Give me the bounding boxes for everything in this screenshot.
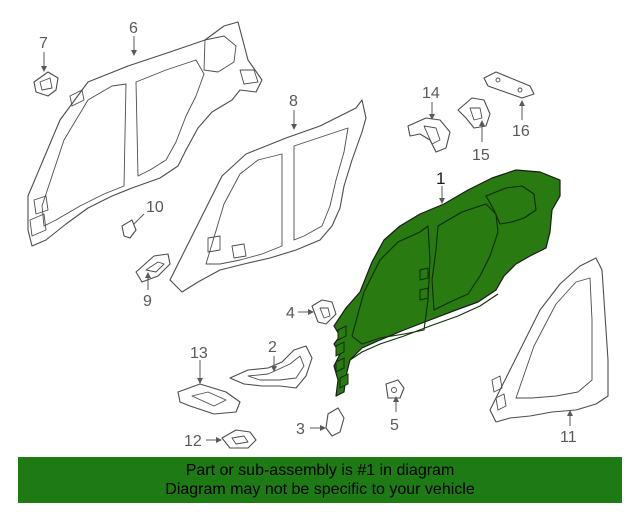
banner-line-1: Part or sub-assembly is #1 in diagram bbox=[185, 462, 455, 479]
callout-1[interactable]: 1 bbox=[436, 169, 445, 188]
callout-12[interactable]: 12 bbox=[184, 433, 202, 450]
callout-9[interactable]: 9 bbox=[143, 293, 152, 310]
callout-5[interactable]: 5 bbox=[390, 417, 399, 434]
part-8-body-side-frame[interactable] bbox=[169, 99, 367, 293]
notice-banner: Part or sub-assembly is #1 in diagram Di… bbox=[18, 457, 622, 503]
part-15-bracket[interactable] bbox=[457, 97, 491, 129]
part-2-rocker-bracket[interactable] bbox=[229, 345, 313, 389]
part-9-bracket[interactable] bbox=[135, 253, 171, 283]
callout-4[interactable]: 4 bbox=[286, 305, 295, 322]
part-13-reinforcement[interactable] bbox=[177, 383, 241, 415]
part-11-front-pillar[interactable] bbox=[489, 257, 609, 423]
part-6-inner-side-panel[interactable] bbox=[27, 21, 263, 247]
callout-8[interactable]: 8 bbox=[289, 93, 298, 110]
callout-13[interactable]: 13 bbox=[190, 345, 208, 362]
part-1-body-side-outer-panel[interactable] bbox=[333, 169, 561, 397]
part-3-bracket[interactable] bbox=[325, 407, 345, 437]
callout-15[interactable]: 15 bbox=[472, 147, 490, 164]
callout-7[interactable]: 7 bbox=[39, 35, 48, 52]
callout-11[interactable]: 11 bbox=[560, 429, 577, 446]
callout-2[interactable]: 2 bbox=[268, 339, 277, 356]
part-5-nut-plate[interactable] bbox=[385, 379, 405, 399]
callout-10[interactable]: 10 bbox=[146, 199, 164, 216]
part-16-plate[interactable] bbox=[483, 71, 535, 99]
banner-line-2: Diagram may not be specific to your vehi… bbox=[165, 481, 475, 498]
part-7-bracket[interactable] bbox=[33, 71, 59, 97]
part-14-reinforcement[interactable] bbox=[407, 117, 451, 153]
leader-lines bbox=[41, 36, 573, 443]
callout-labels: 1 2 3 4 5 6 7 8 9 10 11 12 13 14 15 16 bbox=[39, 20, 577, 450]
callout-16[interactable]: 16 bbox=[512, 123, 530, 140]
part-10-clip[interactable] bbox=[121, 219, 137, 239]
part-12-bracket[interactable] bbox=[221, 429, 257, 449]
callout-3[interactable]: 3 bbox=[296, 421, 305, 438]
callout-6[interactable]: 6 bbox=[129, 20, 138, 37]
callout-14[interactable]: 14 bbox=[422, 85, 440, 102]
part-4-bracket[interactable] bbox=[311, 299, 337, 325]
